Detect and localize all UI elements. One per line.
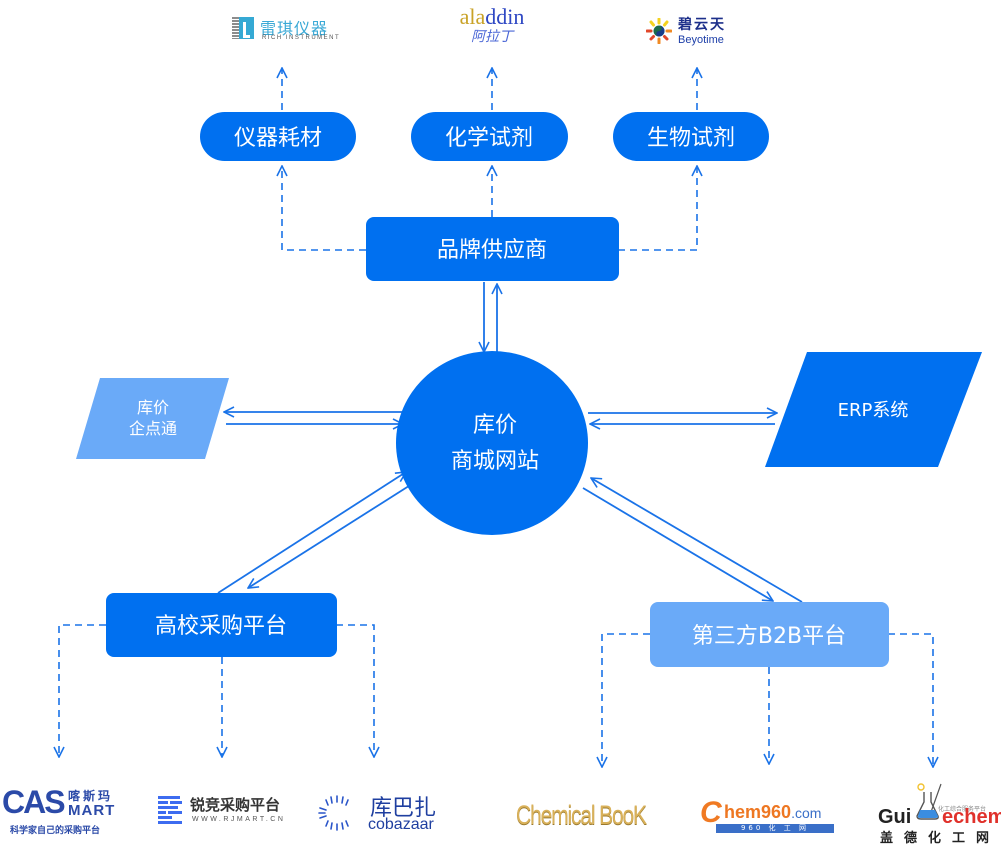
node-instruments-label: 仪器耗材 [234,126,322,151]
chem960-wordmark: hem960.com [724,802,821,823]
node-university[interactable]: 高校采购平台 [106,593,337,657]
chemicalbook-en: Chemical BooK [516,800,647,830]
casmart-slogan: 科学家自己的采购平台 [10,826,101,836]
solid-arrows [217,282,803,603]
connector-to-bio [618,166,697,251]
node-bio-reagents[interactable]: 生物试剂 [613,112,769,161]
logo-beyotime: 碧云天 Beyotime [644,14,732,50]
connector-to-casmart [59,624,106,757]
node-center-line2: 商城网站 [451,449,539,474]
connector-to-guidechem [888,633,933,767]
brand-connectors [282,68,697,251]
casmart-mart: MART [68,802,116,819]
aladdin-en: aladdin [450,6,534,28]
casmart-cn: 喀斯玛 [68,789,114,803]
aladdin-en-a: ala [459,4,486,29]
rjmart-cn: 锐竞采购平台 [190,796,281,814]
guidechem-cn: 盖德化工网 [880,831,1001,846]
aladdin-en-b: ddin [485,4,525,29]
b2b-connectors [602,633,933,767]
logo-aladdin: aladdin 阿拉丁 [450,6,534,52]
chem960-bar: 960 化 工 网 [716,824,834,833]
node-center-mall[interactable]: 库价 商城网站 [396,351,588,535]
node-chemical-reagents[interactable]: 化学试剂 [411,112,568,161]
chem960-num: 960 [761,802,792,822]
sun-icon [646,18,672,44]
aladdin-cn: 阿拉丁 [471,29,513,45]
node-brand-supplier[interactable]: 品牌供应商 [366,217,619,281]
logo-guidechem: 化工综合服务平台 Gui echem 盖德化工网 [876,782,1001,846]
node-erp-label: ERP系统 [838,400,909,421]
node-enterprise-line2: 企点通 [129,419,177,438]
node-chemical-reagents-label: 化学试剂 [445,126,533,151]
arrow-center-to-university [248,483,413,588]
logo-cobazaar: 库巴扎 cobazaar [318,792,448,836]
node-instruments[interactable]: 仪器耗材 [200,112,356,161]
node-b2b-label: 第三方B2B平台 [692,624,846,649]
node-bio-reagents-label: 生物试剂 [647,126,735,151]
logo-rich-instrument: 雷琪仪器 RICH INSTRUMENT [232,14,344,44]
logo-casmart: CAS 喀斯玛 MART 科学家自己的采购平台 [0,784,128,838]
arrow-university-to-center [217,472,406,594]
guidechem-gui: Gui [878,806,912,828]
cobazaar-cn: 库巴扎 [370,796,437,821]
cobazaar-en: cobazaar [368,816,434,833]
rjmart-icon [158,796,182,824]
arrow-b2b-to-center [591,478,803,603]
guidechem-echem: echem [942,806,1001,828]
logo-chemicalbook: Chemical BooK [516,800,661,836]
beyotime-en: Beyotime [678,34,724,46]
chem960-c: C [700,796,722,829]
logo-rjmart: 锐竞采购平台 WWW.RJMART.CN [158,794,298,832]
rjmart-en: WWW.RJMART.CN [192,816,286,823]
rich-cn: 雷琪仪器 [260,19,329,38]
logo-chem960: C hem960.com 960 化 工 网 [700,796,840,838]
connector-to-instruments [282,166,366,251]
rich-instrument-icon [232,17,254,39]
node-brand-supplier-label: 品牌供应商 [437,238,547,263]
node-university-label: 高校采购平台 [155,614,287,639]
rich-en: RICH INSTRUMENT [262,35,341,41]
node-b2b[interactable]: 第三方B2B平台 [650,602,889,667]
university-connectors [59,624,374,757]
chem960-dot: .com [791,805,822,821]
node-enterprise[interactable]: 库价 企点通 [76,378,229,459]
node-erp[interactable]: ERP系统 [765,352,982,467]
casmart-cas: CAS [2,784,66,820]
flask-icon [916,783,942,820]
connector-to-chemicalbook [602,633,650,767]
cobazaar-icon [318,795,349,831]
node-enterprise-line1: 库价 [137,398,169,417]
guidechem-sub: 化工综合服务平台 [938,806,987,813]
chem960-hem: hem [724,802,762,822]
arrow-center-to-b2b [582,487,773,601]
node-center-line1: 库价 [473,413,517,438]
connector-to-cobazaar [336,624,374,757]
beyotime-cn: 碧云天 [678,17,726,33]
